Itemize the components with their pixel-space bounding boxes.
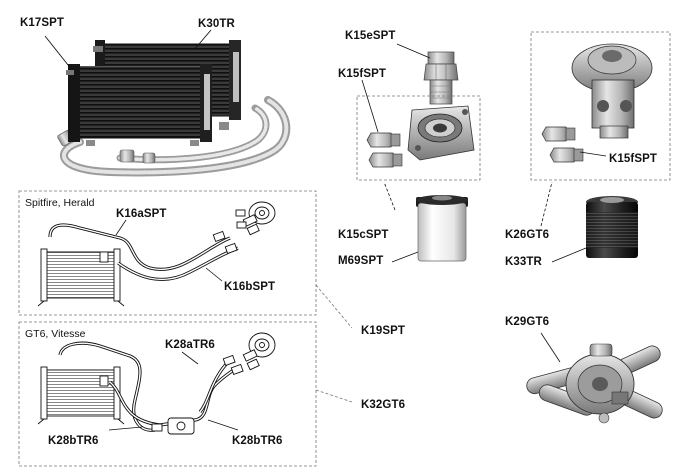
- part-label-k33tr: K33TR: [505, 256, 542, 268]
- caption-spitfire-herald: Spitfire, Herald: [25, 197, 95, 209]
- remote-kit-box: [530, 31, 671, 181]
- part-label-k15cspt: K15cSPT: [338, 229, 389, 241]
- part-label-k17spt: K17SPT: [20, 17, 65, 29]
- banjo-fittings-right: [541, 126, 584, 163]
- part-label-k28atr6: K28aTR6: [165, 339, 215, 351]
- adaptor-kit-box: [356, 95, 481, 181]
- remote-filter-head: [571, 43, 653, 139]
- part-label-k16aspt: K16aSPT: [116, 208, 167, 220]
- part-label-k15espt: K15eSPT: [345, 30, 396, 42]
- part-label-k19spt: K19SPT: [361, 325, 406, 337]
- filter-adaptor-block: [407, 105, 475, 161]
- part-label-k32gt6: K32GT6: [361, 399, 406, 411]
- gt6-kit-drawing: [37, 332, 276, 435]
- part-label-k29gt6: K29GT6: [505, 316, 550, 328]
- part-label-m69spt: M69SPT: [338, 255, 384, 267]
- part-label-k15fspt-left: K15fSPT: [338, 68, 386, 80]
- k15espt-fitting: [423, 51, 459, 105]
- gt6-kit-box: [18, 321, 317, 467]
- oil-filter-black: [586, 196, 638, 258]
- oil-cooler-group: [44, 29, 291, 177]
- part-label-k16bspt: K16bSPT: [224, 281, 276, 293]
- spitfire-kit-box: [18, 190, 317, 316]
- thermostat-housing: [526, 343, 663, 424]
- part-label-k28btr6-left: K28bTR6: [48, 435, 99, 447]
- caption-gt6-vitesse: GT6, Vitesse: [25, 328, 86, 340]
- spitfire-kit-drawing: [37, 201, 276, 307]
- part-label-k30tr: K30TR: [198, 18, 235, 30]
- part-label-k26gt6: K26GT6: [505, 229, 550, 241]
- banjo-fittings-left: [366, 132, 403, 168]
- part-label-k28btr6-right: K28bTR6: [232, 435, 283, 447]
- part-label-k15fspt-right: K15fSPT: [609, 153, 657, 165]
- oil-filter-white: [416, 195, 468, 262]
